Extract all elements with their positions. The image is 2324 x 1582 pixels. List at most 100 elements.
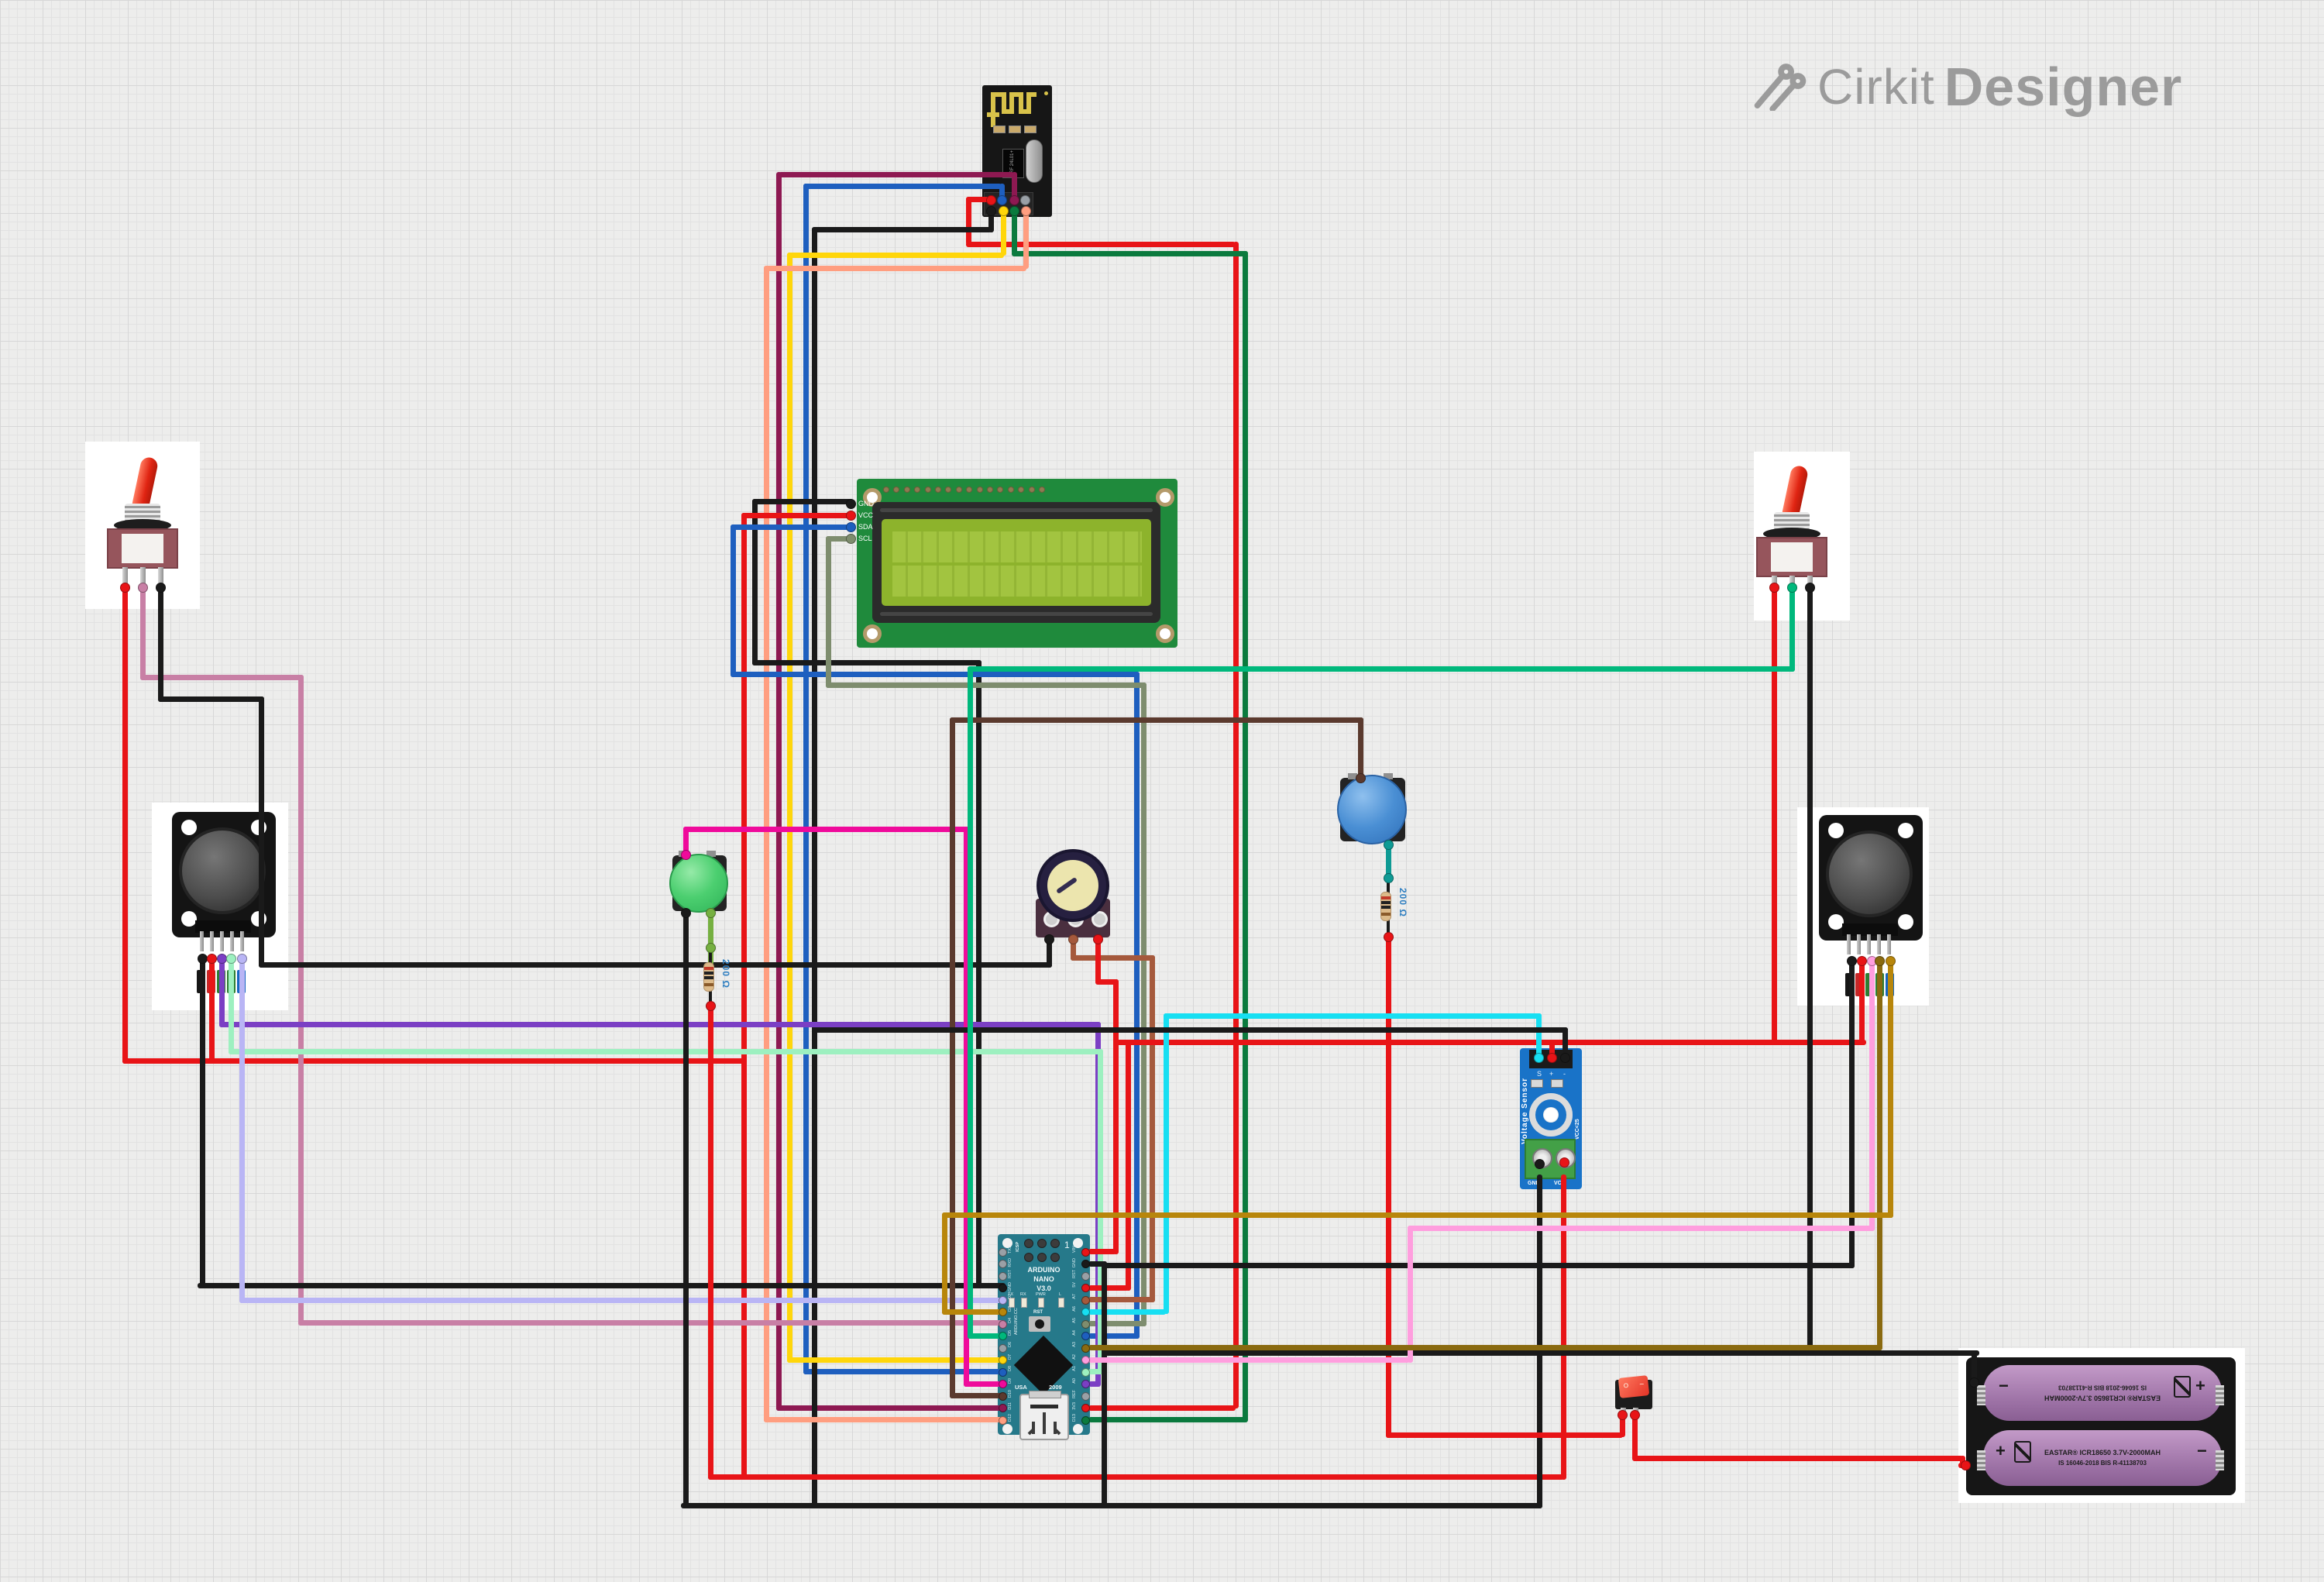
wire-segment-black[interactable]: [812, 1027, 1568, 1033]
wire-segment-black[interactable]: [1563, 1027, 1568, 1062]
nano-pin-RXD[interactable]: [998, 1260, 1007, 1268]
wire-segment-yellow[interactable]: [787, 1357, 1005, 1363]
wire-segment-salmon[interactable]: [1023, 211, 1029, 269]
pin-junction-red[interactable]: [119, 582, 130, 593]
wire-segment-black[interactable]: [709, 989, 712, 1009]
pin-junction-black[interactable]: [1559, 1052, 1570, 1063]
wire-segment-lavender[interactable]: [239, 1298, 1006, 1303]
wire-segment-red[interactable]: [741, 513, 747, 1480]
pin-junction-red[interactable]: [1559, 1157, 1569, 1168]
pin-junction-red[interactable]: [1629, 1409, 1640, 1420]
pin-junction-black[interactable]: [1968, 1377, 1979, 1388]
wire-segment-red[interactable]: [1772, 587, 1777, 1044]
wire-segment-mint[interactable]: [1088, 1369, 1103, 1374]
wire-segment-red[interactable]: [122, 587, 128, 1064]
wire-segment-blue[interactable]: [1088, 1333, 1140, 1339]
wire-segment-salmon[interactable]: [764, 1417, 1006, 1422]
wire-segment-red[interactable]: [1088, 1285, 1129, 1291]
nano-pin-GND[interactable]: [1081, 1260, 1090, 1268]
button-cap[interactable]: [669, 854, 728, 913]
wire-segment-black[interactable]: [1088, 1261, 1107, 1267]
wire-segment-black[interactable]: [259, 962, 1052, 968]
wire-segment-magenta[interactable]: [964, 827, 969, 1387]
nano-pin-RST[interactable]: [1081, 1271, 1090, 1281]
wire-segment-darkgold[interactable]: [1877, 961, 1882, 1350]
nano-pin-A1[interactable]: [1081, 1367, 1090, 1377]
wire-segment-cyan[interactable]: [1088, 1309, 1166, 1315]
wire-segment-black[interactable]: [1807, 587, 1813, 1356]
nano-pin-D6[interactable]: [998, 1343, 1007, 1353]
wire-segment-blue[interactable]: [731, 524, 736, 677]
wire-segment-red[interactable]: [209, 958, 215, 1064]
voltage-sensor-module[interactable]: S + - Voltage Sensor VCC<25 GND VCC: [1520, 1048, 1582, 1189]
wire-segment-blue[interactable]: [999, 184, 1005, 202]
wire-segment-olive[interactable]: [826, 536, 831, 688]
wire-segment-green[interactable]: [1243, 251, 1248, 1422]
pin-junction-red[interactable]: [1856, 955, 1867, 966]
wire-segment-blue[interactable]: [803, 184, 809, 1374]
wire-segment-black[interactable]: [200, 958, 205, 1288]
nano-pin-D9[interactable]: [998, 1380, 1007, 1388]
wire-segment-red[interactable]: [1620, 1412, 1625, 1437]
wire-segment-mauve[interactable]: [298, 675, 304, 1326]
pushbutton-blue[interactable]: [1337, 773, 1407, 844]
wire-segment-maroon[interactable]: [1012, 172, 1017, 203]
wire-segment-darkbrown[interactable]: [950, 717, 1363, 723]
pin-junction-black[interactable]: [1846, 955, 1857, 966]
pin-junction-springgreen[interactable]: [1786, 582, 1797, 593]
wire-segment-red[interactable]: [1632, 1412, 1638, 1460]
pin-junction-olive[interactable]: [845, 533, 856, 544]
wire-segment-yellow[interactable]: [787, 253, 792, 1363]
wire-segment-olive[interactable]: [1088, 1321, 1147, 1326]
nano-pin-D2[interactable]: [998, 1295, 1007, 1305]
wire-segment-black[interactable]: [812, 227, 817, 1508]
wire-segment-mauve[interactable]: [140, 675, 304, 680]
lcd16x2-i2c[interactable]: [857, 479, 1177, 648]
wire-segment-green[interactable]: [1088, 1417, 1247, 1422]
wire-segment-red[interactable]: [741, 513, 853, 518]
pin-junction-black[interactable]: [155, 582, 166, 593]
wire-segment-red[interactable]: [966, 197, 971, 245]
nano-pin-D13[interactable]: [1081, 1415, 1090, 1425]
wire-segment-black[interactable]: [198, 1283, 1006, 1288]
potentiometer[interactable]: [1036, 848, 1110, 937]
wire-segment-black[interactable]: [683, 913, 689, 1508]
wire-segment-magenta[interactable]: [683, 827, 969, 832]
wire-segment-springgreen[interactable]: [968, 1333, 1006, 1339]
wire-segment-red[interactable]: [708, 1474, 1564, 1480]
wire-segment-black[interactable]: [976, 660, 982, 1288]
wire-segment-black[interactable]: [1102, 1350, 1979, 1356]
wire-segment-purple[interactable]: [219, 1022, 1101, 1027]
wire-segment-cyan[interactable]: [1536, 1013, 1542, 1061]
pin-junction-red[interactable]: [1769, 582, 1779, 593]
nano-pin-D7[interactable]: [998, 1356, 1007, 1364]
wire-segment-black[interactable]: [1387, 877, 1390, 896]
nano-pin-VIN[interactable]: [1081, 1247, 1090, 1257]
toggle-switch-left-card[interactable]: [85, 442, 200, 609]
nano-pin-D8[interactable]: [998, 1367, 1007, 1377]
wire-segment-olive[interactable]: [826, 536, 853, 542]
wire-segment-red[interactable]: [122, 1058, 747, 1064]
wire-segment-mauve[interactable]: [140, 587, 146, 680]
battery-holder-card[interactable]: EASTAR® ICR18650 3.7V-2000MAH IS 16046-2…: [1958, 1348, 2245, 1503]
joystick-knob[interactable]: [179, 827, 266, 914]
nano-pin-A5[interactable]: [1081, 1319, 1090, 1329]
wire-segment-magenta[interactable]: [964, 1381, 1007, 1387]
wire-segment-black[interactable]: [158, 587, 163, 702]
resistor-200ohm-green-button[interactable]: [703, 962, 714, 992]
wire-segment-darkbrown[interactable]: [950, 1393, 1005, 1398]
wire-segment-springgreen[interactable]: [968, 666, 1795, 672]
pin-junction-black[interactable]: [197, 953, 208, 964]
wire-segment-red[interactable]: [1561, 1174, 1566, 1480]
nano-pin-D3[interactable]: [998, 1308, 1007, 1316]
wire-segment-pink[interactable]: [1408, 1226, 1875, 1231]
pin-junction-red[interactable]: [1960, 1460, 1971, 1470]
pin-junction-purple[interactable]: [216, 953, 227, 964]
wire-segment-yellow[interactable]: [1001, 211, 1006, 256]
nano-pin-D4[interactable]: [998, 1319, 1007, 1329]
wire-segment-darkgold[interactable]: [1088, 1345, 1882, 1350]
wire-segment-magenta[interactable]: [683, 827, 689, 859]
wire-segment-cyan[interactable]: [1164, 1013, 1542, 1019]
pin-junction-salmon[interactable]: [1020, 205, 1031, 216]
pin-junction-gold[interactable]: [1885, 955, 1896, 966]
